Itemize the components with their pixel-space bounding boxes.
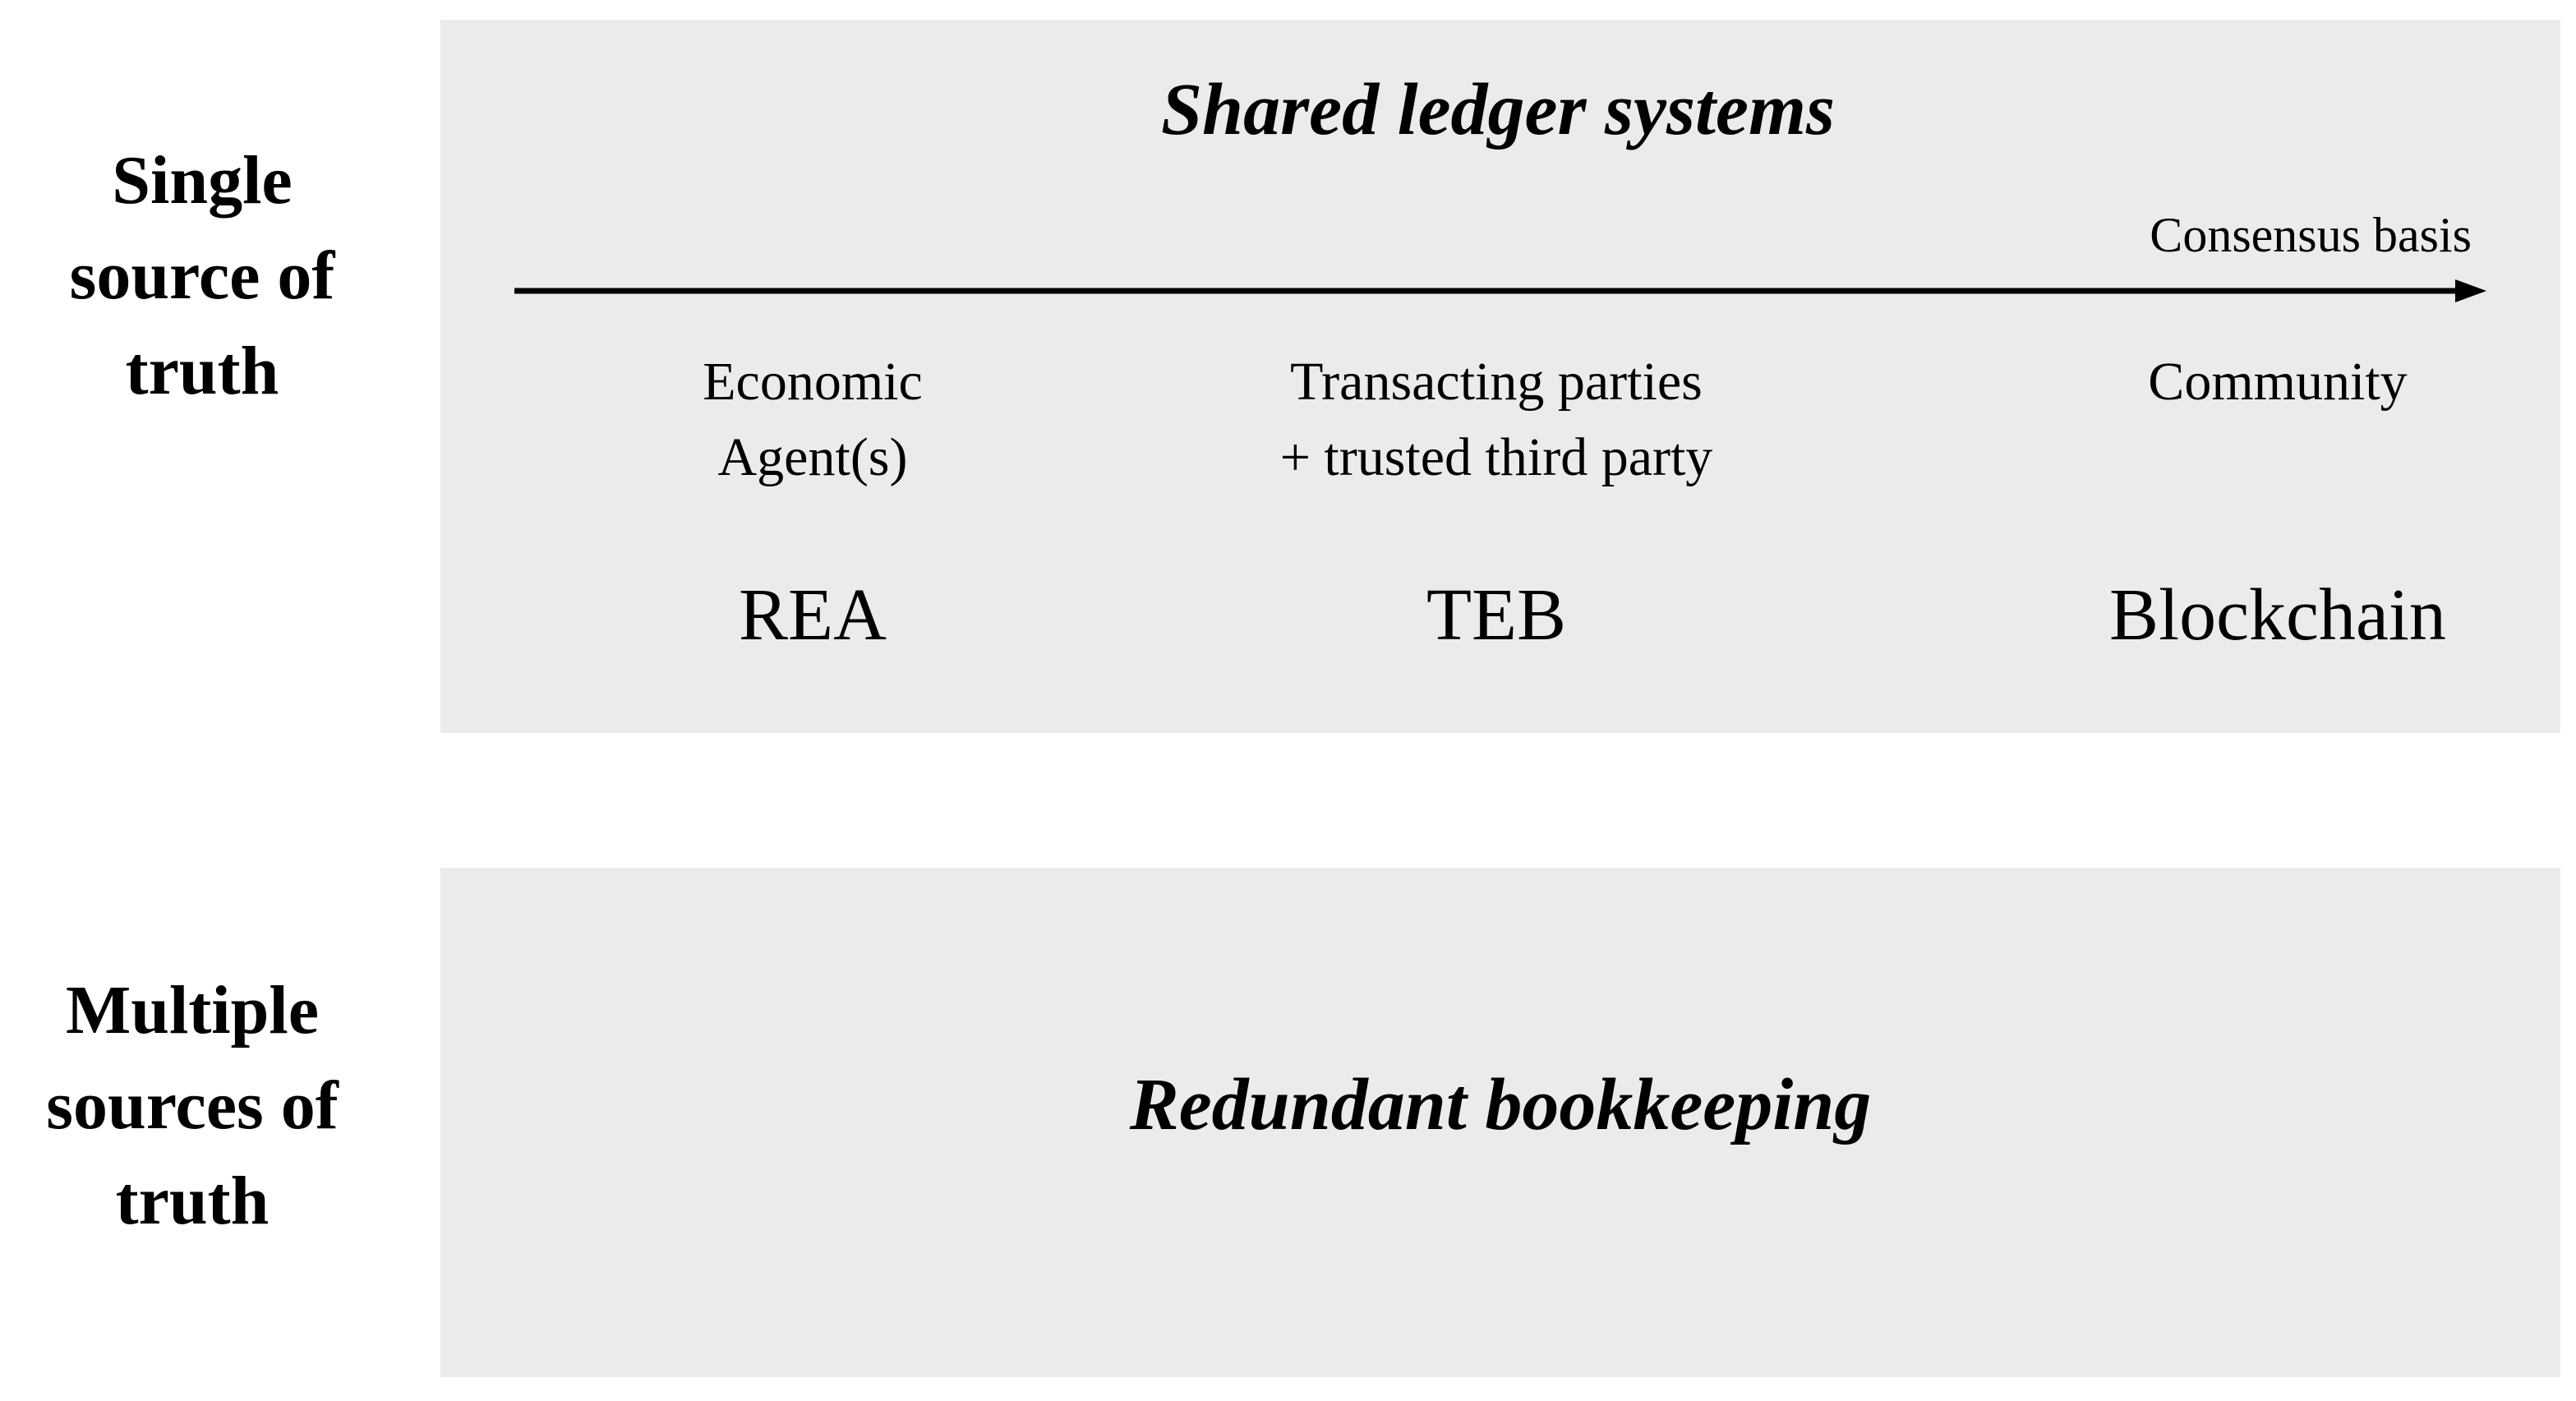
row-label-line: sources of <box>46 1067 339 1144</box>
column-blockchain: Community Blockchain <box>2109 344 2446 657</box>
redundant-bookkeeping-panel: Redundant bookkeeping <box>440 868 2560 1377</box>
system-name-rea: REA <box>738 574 887 656</box>
row-label-line: truth <box>115 1163 270 1239</box>
description-line: + trusted third party <box>1279 427 1713 487</box>
description-line: Transacting parties <box>1290 352 1703 412</box>
row-label-line: Single <box>112 142 293 219</box>
system-name-teb: TEB <box>1426 574 1566 656</box>
row-label-line: Multiple <box>66 972 319 1048</box>
shared-ledger-title: Shared ledger systems <box>1161 69 1835 150</box>
row-label-line: truth <box>125 333 279 409</box>
description-line: Agent(s) <box>717 427 908 487</box>
column-teb: Transacting parties + trusted third part… <box>1280 344 1713 657</box>
row-label-line: source of <box>69 237 335 314</box>
shared-ledger-panel: Shared ledger systems Consensus basis Ec… <box>440 20 2560 733</box>
redundant-bookkeeping-title: Redundant bookkeeping <box>1129 1064 1872 1145</box>
consensus-basis-rea: Economic Agent(s) <box>703 344 923 495</box>
consensus-basis-blockchain: Community <box>2109 344 2446 495</box>
system-name-blockchain: Blockchain <box>2109 574 2446 656</box>
row-label-multiple-sources: Multiple sources of truth <box>0 963 389 1249</box>
description-line: Community <box>2148 352 2408 412</box>
consensus-basis-teb: Transacting parties + trusted third part… <box>1280 344 1713 495</box>
consensus-axis-arrow <box>514 279 2486 302</box>
description-line: Economic <box>703 352 923 412</box>
row-label-single-source: Single source of truth <box>5 133 399 419</box>
consensus-axis-label: Consensus basis <box>2150 208 2472 262</box>
column-rea: Economic Agent(s) REA <box>703 344 923 657</box>
arrowhead <box>2455 279 2486 302</box>
